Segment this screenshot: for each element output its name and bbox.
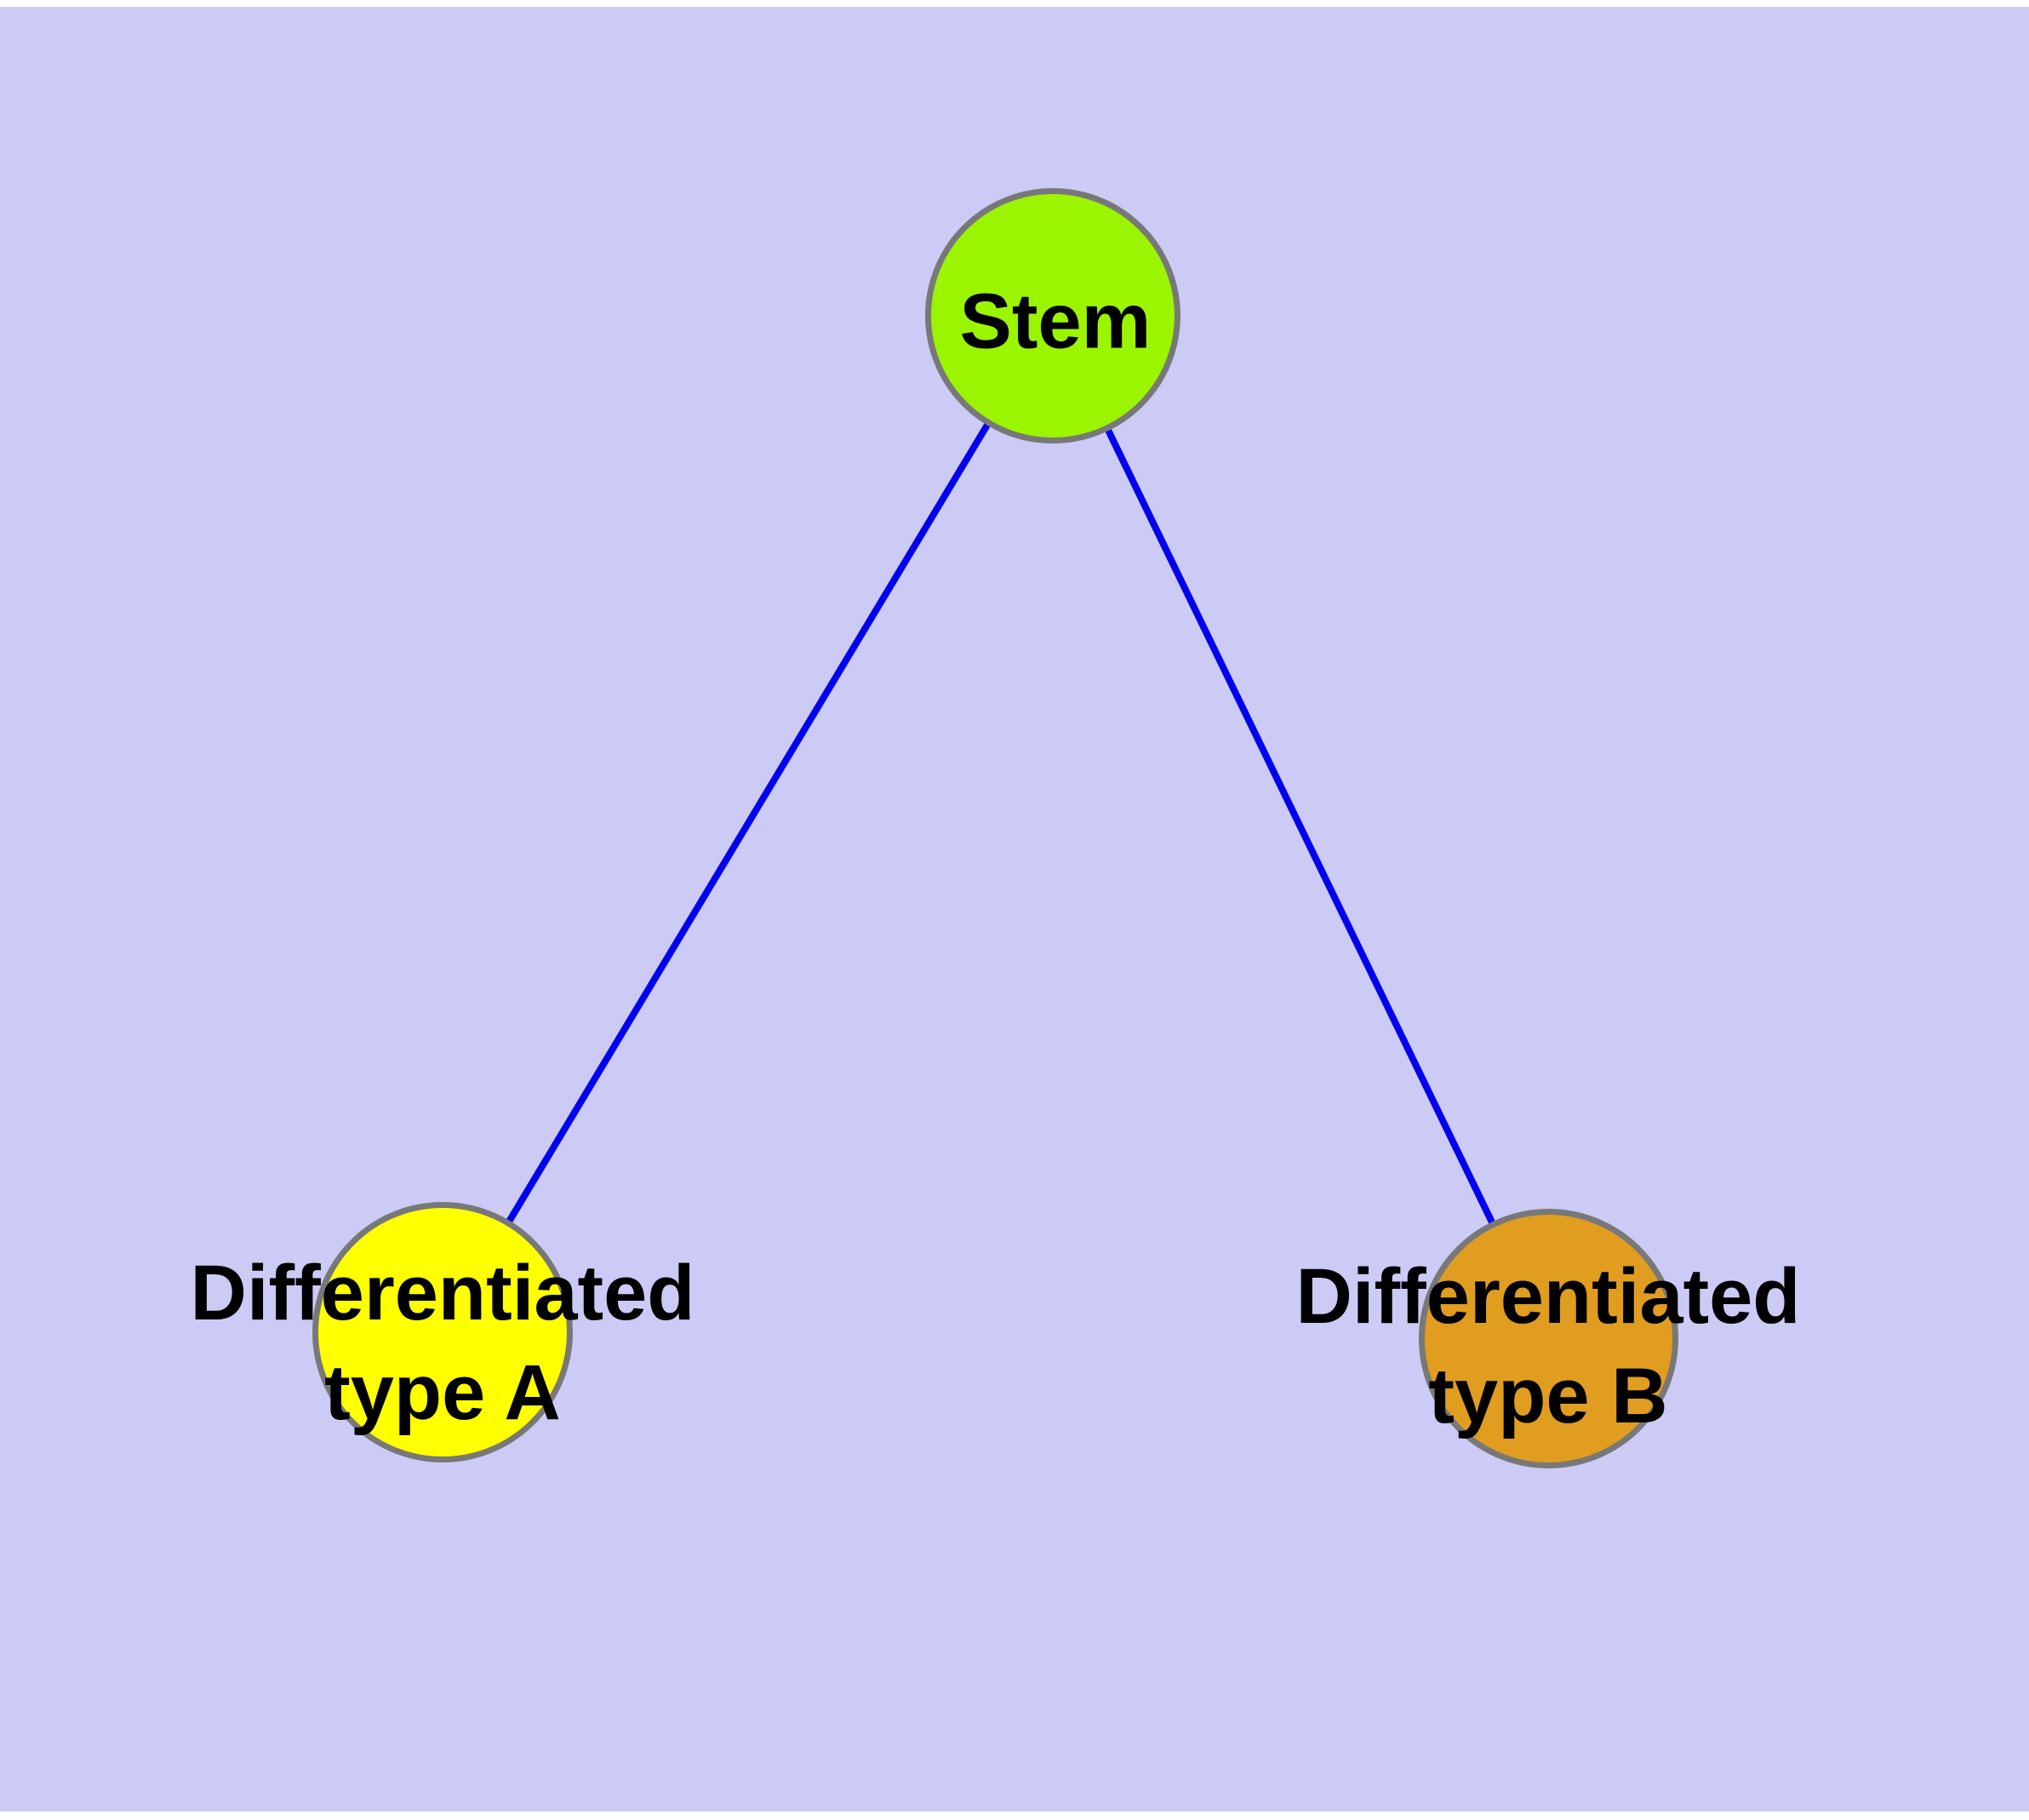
node-type-a-label-line-2: type A — [324, 1349, 561, 1436]
node-type-b-label-line-1: Differentiated — [1295, 1253, 1801, 1340]
node-type-a-label-line-1: Differentiated — [190, 1250, 695, 1336]
node-type-b-label-line-2: type B — [1428, 1353, 1668, 1439]
node-type-b-label: Differentiated type B — [1296, 1247, 1801, 1446]
diagram-canvas: Stem Differentiated type A Differentiate… — [0, 7, 2029, 1811]
edge-stem-to-type-a — [439, 313, 1056, 1335]
node-stem — [925, 188, 1180, 444]
node-differentiated-type-b — [1419, 1209, 1678, 1468]
edges-layer — [439, 313, 1552, 1340]
node-differentiated-type-a — [312, 1202, 573, 1462]
node-type-a-label: Differentiated type A — [191, 1244, 695, 1443]
node-stem-label: Stem — [960, 272, 1152, 372]
edge-stem-to-type-b — [1049, 314, 1552, 1340]
node-stem-label-line: Stem — [959, 278, 1152, 365]
